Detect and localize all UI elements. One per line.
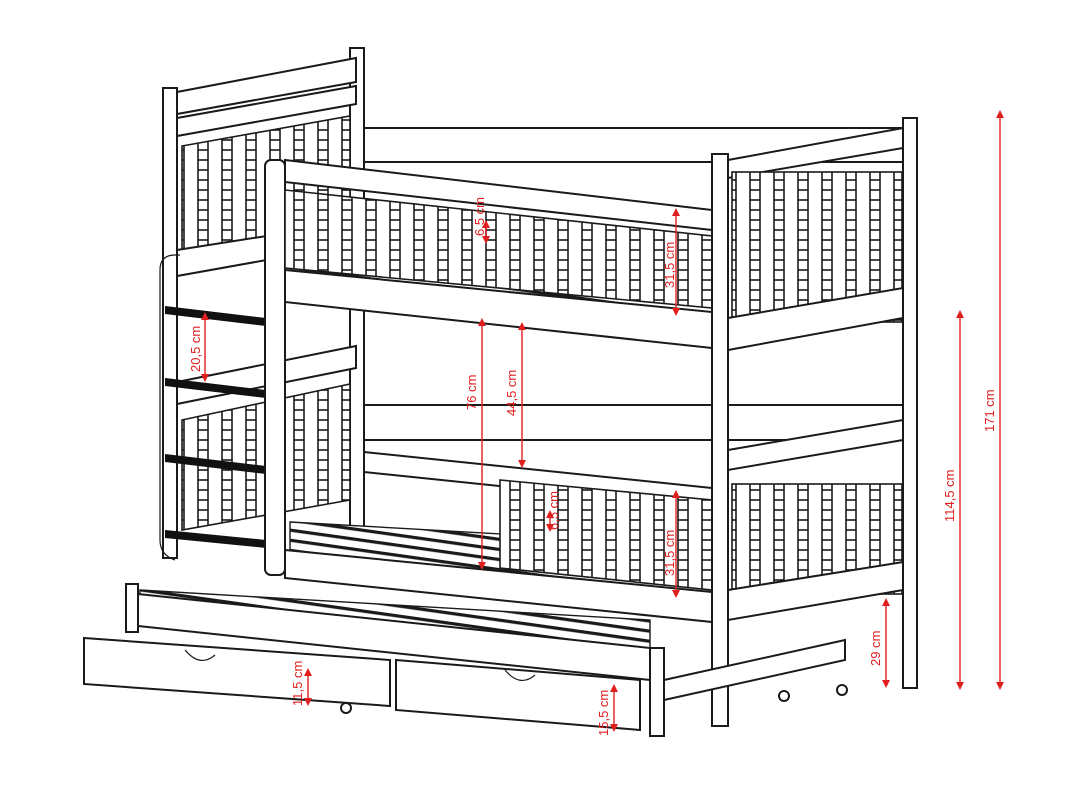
label-top-guard-height: 31,5 cm xyxy=(662,242,677,288)
label-ladder-step: 20,5 cm xyxy=(188,326,203,372)
ladder-rung-2 xyxy=(165,378,266,398)
front-right-post xyxy=(711,153,729,727)
ladder-rung-4 xyxy=(165,530,266,548)
left-front-post xyxy=(162,87,178,559)
label-trundle-height: 15,5 cm xyxy=(596,690,611,736)
label-lower-total-height: 114,5 cm xyxy=(942,469,957,522)
caster-1 xyxy=(340,702,352,714)
back-frame xyxy=(349,47,918,689)
label-clearance-total: 76 cm xyxy=(464,375,479,410)
label-bottom-guard-height: 31,5 cm xyxy=(662,530,677,576)
headboard-second-rail xyxy=(176,84,357,138)
headboard-top-rail xyxy=(176,56,357,116)
upper-bunk xyxy=(264,158,713,576)
trundle-side xyxy=(663,638,846,702)
drawer-left xyxy=(83,636,391,708)
ladder-curve-top xyxy=(159,254,180,271)
trundle-bed xyxy=(125,583,846,737)
label-overall-height: 171 cm xyxy=(982,389,997,432)
trundle-right-post xyxy=(649,647,665,737)
trundle-left-post xyxy=(125,583,139,633)
drawer-right-handle xyxy=(504,669,536,681)
drawers xyxy=(83,636,848,732)
ladder-rung-3 xyxy=(165,454,266,474)
label-drawer-height: 11,5 cm xyxy=(290,661,305,706)
drawer-right xyxy=(395,658,641,732)
ladder-front-post xyxy=(264,159,286,576)
left-headboard xyxy=(159,56,357,561)
label-leg-height: 29 cm xyxy=(868,631,883,666)
caster-3 xyxy=(836,684,848,696)
label-top-rail-gap: 6,5 cm xyxy=(472,197,487,236)
label-bottom-rail-gap: 6,5 cm xyxy=(546,491,561,530)
label-clearance-inner: 44,5 cm xyxy=(504,370,519,416)
ladder-rung-1 xyxy=(165,306,266,326)
dimension-lines xyxy=(201,110,1004,732)
lower-bunk xyxy=(284,450,713,624)
caster-2 xyxy=(778,690,790,702)
dimension-labels: 6,5 cm 31,5 cm 20,5 cm 76 cm 44,5 cm 6,5… xyxy=(188,197,997,736)
back-right-post xyxy=(902,117,918,689)
ladder-curve-bottom xyxy=(159,539,176,561)
drawer-left-handle xyxy=(184,649,216,661)
